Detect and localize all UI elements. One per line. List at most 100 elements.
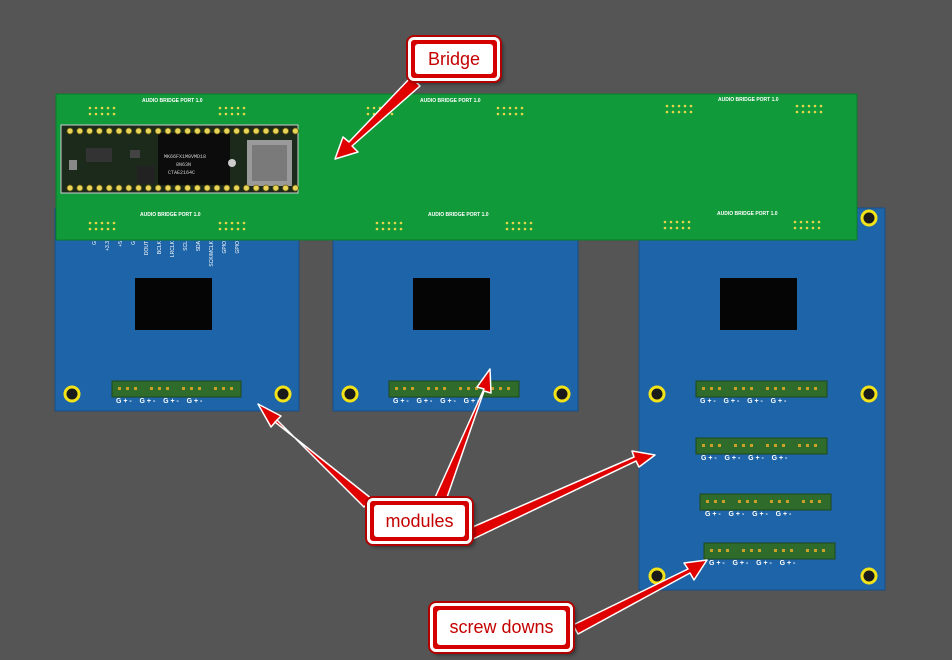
teensy-pin: [233, 127, 241, 135]
header-pin: [88, 106, 92, 110]
header-pin: [112, 112, 116, 116]
teensy-pin: [184, 127, 192, 135]
header-pin: [669, 220, 673, 224]
header-pin: [112, 221, 116, 225]
header-pin: [681, 220, 685, 224]
teensy-pin: [105, 184, 113, 192]
header-pin: [94, 227, 98, 231]
pin-label: DOUT: [144, 241, 150, 256]
header-pin: [817, 226, 821, 230]
terminal-label: G + - G + - G + - G + -: [700, 398, 787, 405]
header-pin: [677, 110, 681, 114]
header-pin: [508, 106, 512, 110]
teensy-pin: [164, 127, 172, 135]
header-pin: [230, 221, 234, 225]
header-pin: [242, 227, 246, 231]
header-pin: [511, 221, 515, 225]
teensy-board: [60, 124, 299, 194]
header-pin: [94, 106, 98, 110]
teensy-pin: [76, 184, 84, 192]
header-pin: [675, 226, 679, 230]
pin-label: SCK/MCLK: [209, 241, 215, 267]
chip-line-3: CTAE2164C: [168, 170, 196, 176]
header-pin: [505, 227, 509, 231]
header-pin: [502, 106, 506, 110]
bridge-port-label-bottom-right: AUDIO BRIDGE PORT 1.0: [717, 211, 778, 217]
header-pin: [807, 104, 811, 108]
pin-label: G: [92, 241, 98, 245]
callout-modules-label: modules: [374, 505, 465, 537]
header-pin: [106, 221, 110, 225]
header-pin: [236, 106, 240, 110]
teensy-pin: [213, 127, 221, 135]
arrow-bridge: [334, 76, 421, 160]
teensy-pin: [242, 127, 250, 135]
header-pin: [811, 220, 815, 224]
header-pin: [496, 112, 500, 116]
teensy-pin: [174, 184, 182, 192]
bridge-port-label-top-middle: AUDIO BRIDGE PORT 1.0: [420, 98, 481, 104]
teensy-pins: [66, 127, 299, 192]
header-pin: [230, 227, 234, 231]
header-pin: [218, 106, 222, 110]
teensy-pin: [193, 184, 201, 192]
teensy-pin: [86, 127, 93, 135]
teensy-pin: [96, 127, 103, 135]
header-pin: [230, 106, 234, 110]
header-pin: [94, 221, 98, 225]
teensy-pin: [282, 184, 290, 192]
header-pin: [387, 227, 391, 231]
arrow-module-left: [257, 403, 373, 508]
header-pin: [520, 112, 524, 116]
bridge-port-label-top-right: AUDIO BRIDGE PORT 1.0: [718, 97, 779, 103]
teensy-pin: [223, 127, 231, 135]
header-pin: [514, 106, 518, 110]
teensy-pin: [135, 127, 143, 135]
header-pin: [106, 112, 110, 116]
terminal-label: G + - G + - G + - G + -: [701, 455, 788, 462]
header-pin: [801, 110, 805, 114]
header-pin: [817, 220, 821, 224]
header-pin: [793, 220, 797, 224]
header-pin: [106, 106, 110, 110]
header-pin: [807, 110, 811, 114]
header-pin: [381, 221, 385, 225]
header-pin: [387, 221, 391, 225]
header-pin: [399, 227, 403, 231]
pin-label: SDA: [196, 241, 202, 252]
teensy-pin: [223, 184, 231, 192]
header-pin: [799, 220, 803, 224]
header-pin: [529, 227, 533, 231]
screw-terminal-pins: [118, 387, 825, 552]
header-pin: [687, 220, 691, 224]
header-pin: [683, 104, 687, 108]
header-pin: [375, 221, 379, 225]
bridge-port-label-bottom-left: AUDIO BRIDGE PORT 1.0: [140, 212, 201, 218]
header-pin: [819, 104, 823, 108]
teensy-pin: [272, 184, 280, 192]
teensy-pin: [193, 127, 201, 135]
teensy-pin: [291, 127, 299, 135]
header-pin: [372, 106, 376, 110]
pin-label: SCL: [183, 241, 189, 251]
teensy-pin: [203, 127, 211, 135]
header-pin: [242, 112, 246, 116]
pin-label: +3.3: [105, 241, 111, 251]
teensy-pin: [213, 184, 221, 192]
teensy-pin: [76, 127, 84, 135]
header-pin: [529, 221, 533, 225]
header-pin: [793, 226, 797, 230]
header-pin: [100, 227, 104, 231]
header-pin: [517, 221, 521, 225]
teensy-pin: [272, 127, 280, 135]
teensy-pin: [262, 127, 270, 135]
header-pin: [242, 221, 246, 225]
header-pin: [390, 112, 394, 116]
teensy-pin: [252, 184, 260, 192]
header-pin: [218, 112, 222, 116]
pin-label: GPIO: [222, 241, 228, 254]
teensy-pin: [154, 184, 162, 192]
header-pin: [681, 226, 685, 230]
header-pin: [669, 226, 673, 230]
header-pin: [218, 227, 222, 231]
